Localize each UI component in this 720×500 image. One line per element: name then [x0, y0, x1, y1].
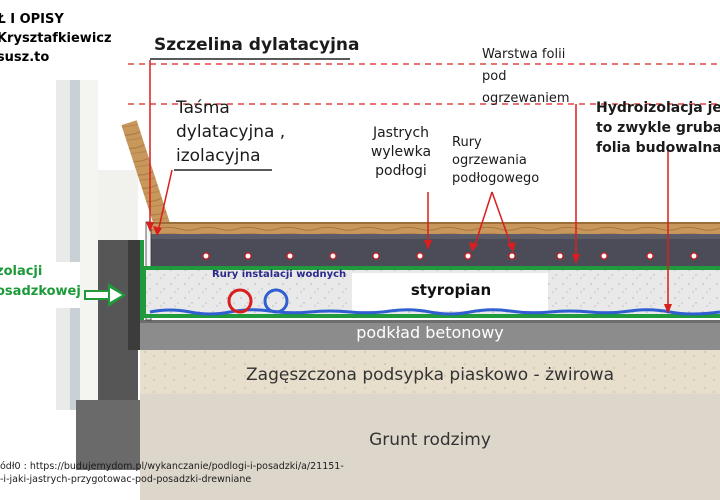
label-foil-line-1: Warstwa folii [482, 47, 566, 62]
label-tape: Taśma dylatacyjna , izolacyjna [176, 96, 285, 168]
green-arrow-icon [84, 283, 126, 307]
label-heating-pipes: Rury ogrzewania podłogowego [452, 134, 539, 188]
credit-line-1: SŁ I OPISY [0, 12, 64, 27]
label-tape-line-3: izolacyjna [176, 146, 261, 166]
label-screed: Jastrych wylewka podłogi [356, 124, 446, 181]
native-soil-layer [140, 392, 720, 500]
source-line-2: -i-jaki-jastrych-przygotowac-pod-posadzk… [0, 474, 252, 485]
gravel-bed-layer [140, 348, 720, 394]
label-foil-line-2: pod [482, 69, 507, 84]
credit-line-2: j Krysztafkiewicz [0, 31, 112, 46]
label-insulation-line-2: osadzkowej [0, 284, 80, 299]
label-tape-line-1: Taśma [176, 98, 230, 118]
label-water-pipes: Rury instalacji wodnych [212, 269, 347, 280]
label-screed-line-2: wylewka [370, 144, 432, 160]
label-concrete-base: podkład betonowy [356, 323, 504, 342]
label-screed-line-3: podłogi [375, 163, 427, 179]
water-pipe-red [227, 288, 253, 314]
label-screed-line-1: Jastrych [372, 125, 430, 141]
label-foil: Warstwa folii pod ogrzewaniem [482, 44, 569, 110]
label-insulation-line-1: zolacji [0, 264, 43, 279]
label-styrofoam: styropian [410, 281, 492, 299]
label-heating-pipes-line-3: podłogowego [452, 171, 540, 186]
heating-pipes [202, 252, 698, 260]
label-heating-pipes-line-1: Rury [452, 135, 482, 150]
label-heating-pipes-line-2: ogrzewania [452, 153, 527, 168]
source-line-1: ódł0 : https://budujemydom.pl/wykanczani… [0, 461, 344, 472]
author-credit: SŁ I OPISY j Krysztafkiewicz osusz.to [0, 0, 128, 80]
label-waterproofing-line-3: folia budowalna [596, 140, 720, 156]
foundation-wall [56, 80, 171, 470]
label-tape-line-2: dylatacyjna , [176, 122, 286, 142]
label-waterproofing-line-2: to zwykle gruba [596, 120, 720, 136]
label-native-soil: Grunt rodzimy [369, 430, 491, 450]
concrete-base-layer [140, 320, 720, 350]
label-waterproofing-line-1: Hydroizolacja je [596, 100, 720, 116]
label-expansion-gap: Szczelina dylatacyjna [154, 35, 360, 55]
waterproofing-film [149, 308, 720, 316]
screed-layer [150, 234, 720, 266]
water-pipe-blue [263, 288, 289, 314]
label-waterproofing: Hydroizolacja je to zwykle gruba folia b… [596, 98, 720, 158]
label-floor-insulation: zolacji osadzkowej [0, 262, 80, 308]
annotation-arrows [146, 60, 672, 314]
credit-line-3: osusz.to [0, 50, 50, 65]
source-citation: ódł0 : https://budujemydom.pl/wykanczani… [0, 460, 360, 488]
wooden-floor-layer [150, 222, 720, 234]
label-gravel-bed: Zagęszczona podsypka piaskowo - żwirowa [246, 365, 614, 385]
label-foil-line-3: ogrzewaniem [482, 91, 570, 106]
